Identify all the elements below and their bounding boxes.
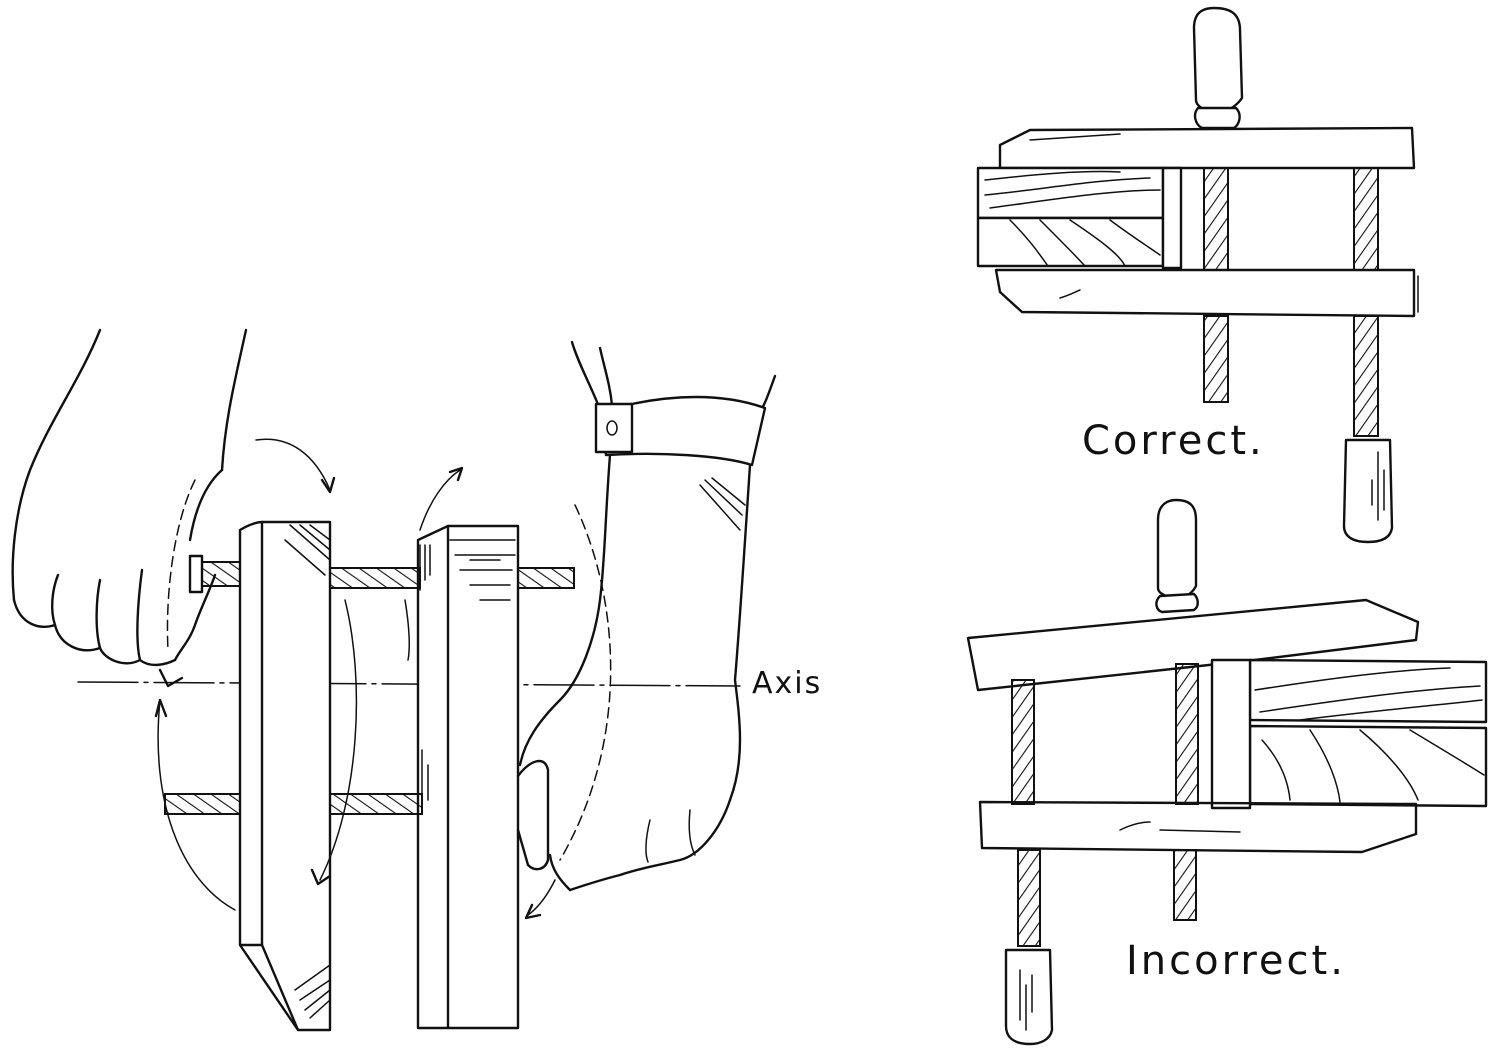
correct-clamp bbox=[976, 6, 1419, 544]
axis-line bbox=[77, 681, 741, 687]
incorrect-clamp bbox=[966, 498, 1488, 1046]
upper-screw-end bbox=[517, 567, 575, 589]
right-jaw bbox=[416, 524, 520, 1030]
axis-label: Axis bbox=[752, 666, 823, 701]
lower-screw-end bbox=[164, 793, 241, 815]
rotation-demo-panel bbox=[11, 328, 777, 1032]
rotation-arrows bbox=[154, 438, 612, 920]
correct-label: Correct. bbox=[1082, 418, 1265, 464]
bottom-handle bbox=[1342, 438, 1394, 544]
right-hand bbox=[516, 340, 777, 892]
left-hand bbox=[11, 328, 248, 688]
top-handle bbox=[1192, 6, 1244, 112]
lower-screw bbox=[329, 793, 423, 815]
incorrect-label: Incorrect. bbox=[1126, 938, 1346, 984]
upper-screw bbox=[329, 567, 421, 589]
left-jaw bbox=[238, 520, 332, 1032]
